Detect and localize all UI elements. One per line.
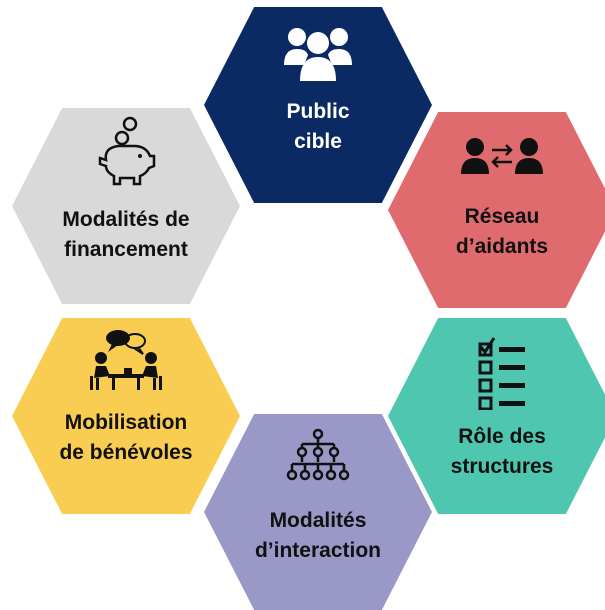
hexagon-label: Mobilisation de bénévoles (12, 408, 240, 468)
checklist-icon (388, 336, 605, 410)
hierarchy-tree-icon (204, 428, 432, 484)
hexagon-label: Rôle des structures (388, 422, 605, 482)
hexagon-label: Public cible (204, 97, 432, 157)
label-line-2: de bénévoles (59, 441, 193, 464)
hexagon-public-cible: Public cible (204, 7, 432, 203)
hexagon-label: Réseau d’aidants (388, 202, 605, 262)
label-line-1: Rôle des (458, 425, 546, 448)
hexagon-mobilisation-benevoles: Mobilisation de bénévoles (12, 318, 240, 514)
label-line-2: structures (450, 455, 554, 478)
people-exchange-icon (388, 136, 605, 176)
hexagon-modalites-interaction: Modalités d’interaction (204, 414, 432, 610)
hexagon-label: Modalités de financement (12, 205, 240, 265)
hexagon-role-structures: Rôle des structures (388, 318, 605, 514)
hexagon-reseau-aidants: Réseau d’aidants (388, 112, 605, 308)
piggy-bank-icon (12, 116, 240, 188)
label-line-1: Public (286, 100, 350, 123)
label-line-1: Réseau (464, 205, 540, 228)
label-line-2: cible (294, 130, 342, 153)
people-group-icon (204, 21, 432, 83)
label-line-2: d’interaction (254, 539, 381, 562)
hexagon-label: Modalités d’interaction (204, 506, 432, 566)
meeting-table-icon (12, 328, 240, 392)
label-line-1: Mobilisation (64, 411, 188, 434)
label-line-2: d’aidants (455, 235, 549, 258)
label-line-1: Modalités (269, 509, 367, 532)
label-line-1: Modalités de (62, 208, 190, 231)
label-line-2: financement (64, 238, 188, 261)
hexagon-modalites-financement: Modalités de financement (12, 108, 240, 304)
